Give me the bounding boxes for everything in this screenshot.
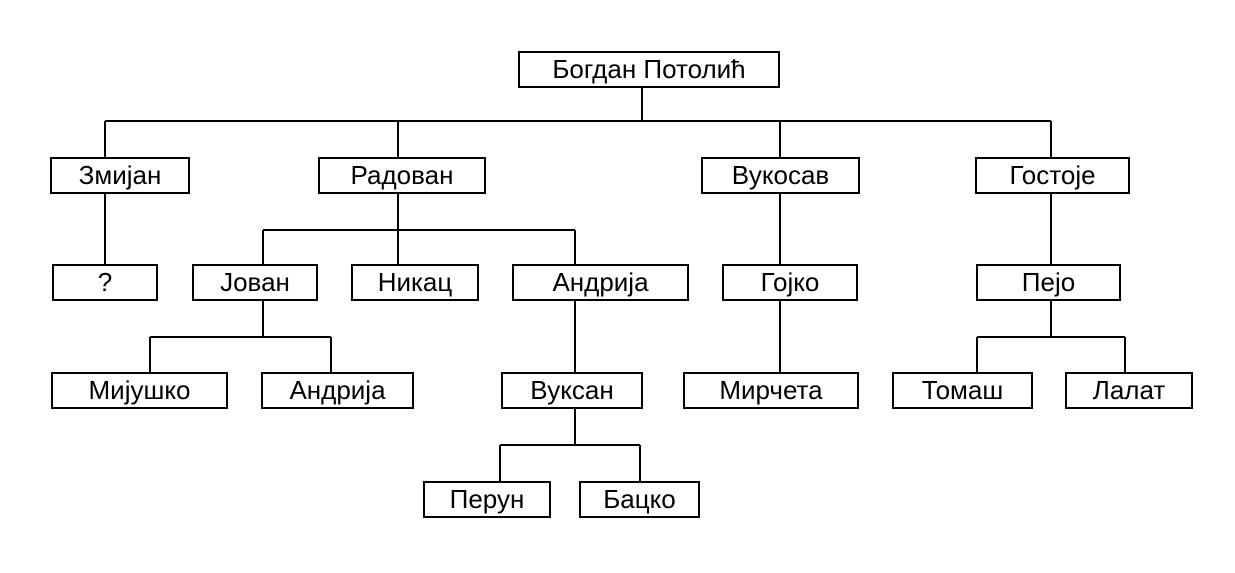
node-lalat: Лалат: [1065, 372, 1193, 409]
node-gostoje: Гостоје: [975, 157, 1130, 194]
node-vukosav: Вукосав: [701, 157, 860, 194]
node-unknown: ?: [52, 264, 158, 301]
node-mijushko: Мијушко: [51, 372, 228, 409]
node-jovan: Јован: [192, 264, 318, 301]
node-gojko: Гојко: [722, 264, 858, 301]
node-mircheta: Мирчета: [683, 372, 859, 409]
node-vuksan: Вуксан: [501, 372, 643, 409]
node-perun: Перун: [423, 481, 551, 518]
node-nikac: Никац: [351, 264, 479, 301]
node-tomash: Томаш: [892, 372, 1033, 409]
node-andrija-2: Андрија: [261, 372, 414, 409]
node-zmijan: Змијан: [50, 157, 190, 194]
node-pejo: Пејо: [976, 264, 1121, 301]
node-backo: Бацко: [579, 481, 700, 518]
node-andrija: Андрија: [512, 264, 689, 301]
node-radovan: Радован: [318, 157, 486, 194]
node-bogdan-potolic: Богдан Потолић: [518, 51, 780, 88]
